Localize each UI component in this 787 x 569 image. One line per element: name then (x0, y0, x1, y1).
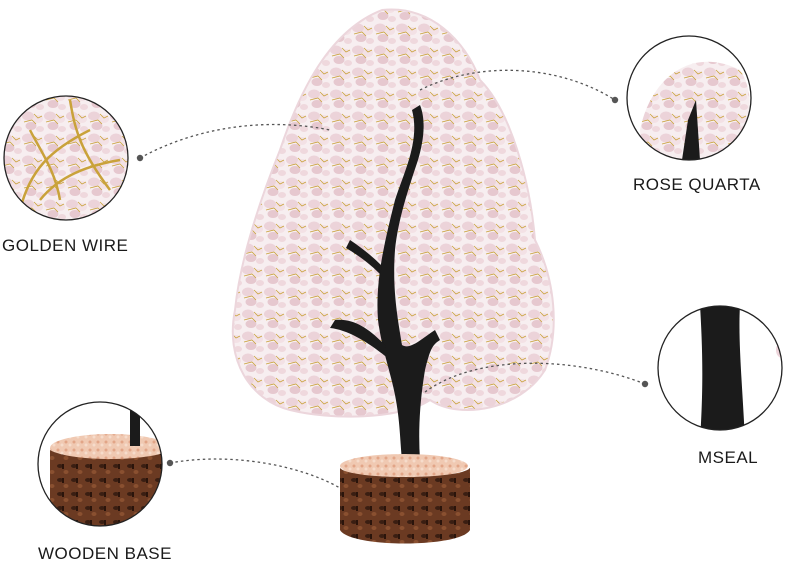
golden-wire-connector (139, 123, 331, 159)
tree-trunk (330, 105, 440, 460)
wooden-base (340, 454, 470, 544)
rose-quartz-label: ROSE QUARTA (633, 175, 761, 194)
mseal-label: MSEAL (698, 448, 759, 467)
wooden-base-callout (37, 401, 163, 527)
mseal-callout (657, 305, 783, 431)
connector-lines (139, 69, 646, 489)
wooden-base-label: WOODEN BASE (38, 544, 172, 563)
mseal-connector (424, 362, 646, 393)
wooden-base-connector (169, 458, 341, 489)
golden-wire-label: GOLDEN WIRE (2, 236, 129, 255)
rose-quartz-callout (626, 35, 752, 161)
golden-wire-callout (3, 95, 129, 221)
connector-dots (136, 96, 649, 467)
